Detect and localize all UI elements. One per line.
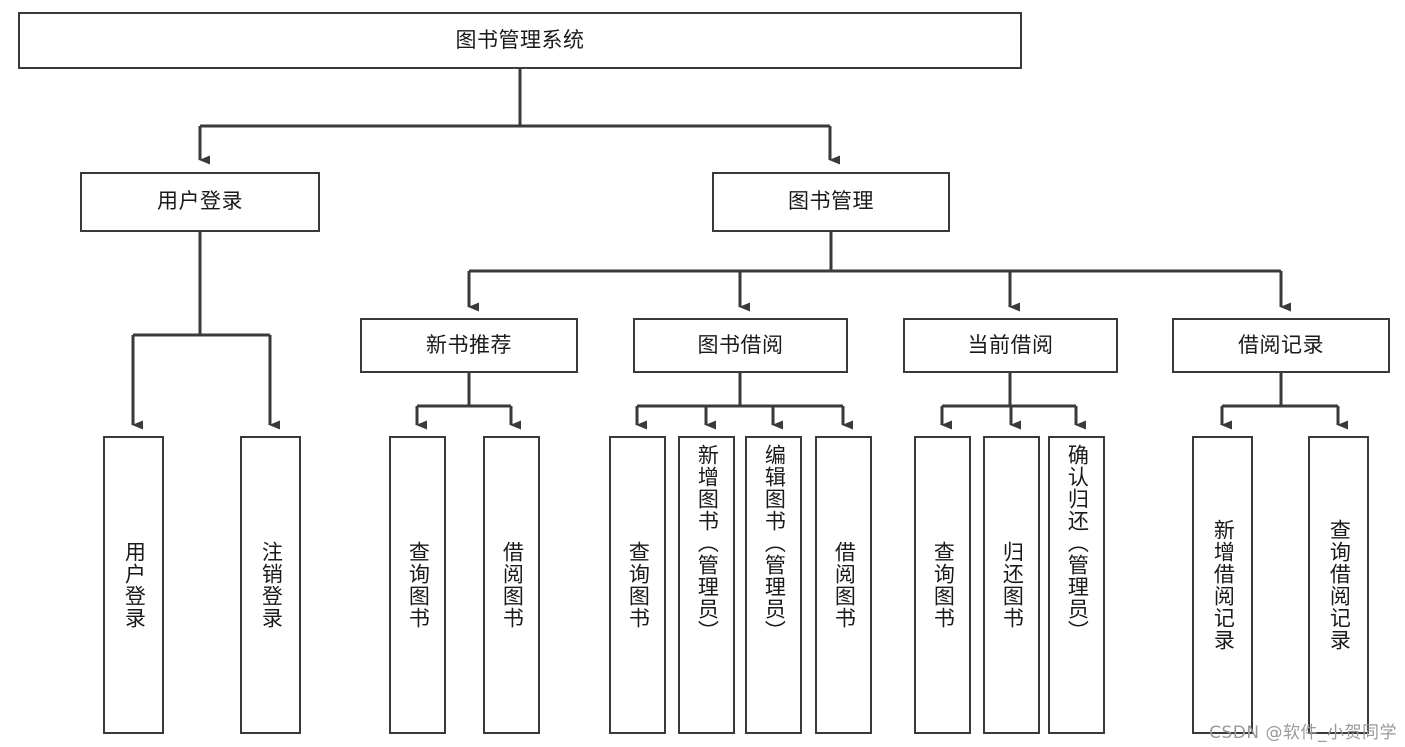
node-leaf-logout-login[interactable]: 注销登录 xyxy=(240,436,301,734)
node-current-borrow[interactable]: 当前借阅 xyxy=(903,318,1118,373)
node-new-book-recommend-label: 新书推荐 xyxy=(426,332,512,357)
node-leaf-user-login-label: 用户登录 xyxy=(122,541,147,629)
node-user-login-label: 用户登录 xyxy=(157,189,243,214)
node-leaf-borrow-book-1-label: 借阅图书 xyxy=(500,541,525,629)
node-leaf-add-record[interactable]: 新增借阅记录 xyxy=(1192,436,1253,734)
node-leaf-return-book-label: 归还图书 xyxy=(1000,541,1025,629)
node-user-login[interactable]: 用户登录 xyxy=(80,172,320,232)
node-borrow-record-label: 借阅记录 xyxy=(1238,332,1324,357)
csdn-watermark: CSDN @软件_小贺同学 xyxy=(1209,723,1397,743)
node-book-manage[interactable]: 图书管理 xyxy=(712,172,950,232)
node-leaf-add-book[interactable]: 新增图书（管理员） xyxy=(678,436,735,734)
node-leaf-query-book-2[interactable]: 查询图书 xyxy=(609,436,666,734)
node-leaf-logout-login-label: 注销登录 xyxy=(259,541,284,629)
node-root-system-label: 图书管理系统 xyxy=(455,27,585,52)
node-leaf-query-book-3[interactable]: 查询图书 xyxy=(914,436,971,734)
node-new-book-recommend[interactable]: 新书推荐 xyxy=(360,318,578,373)
node-root-system[interactable]: 图书管理系统 xyxy=(18,12,1022,69)
node-leaf-edit-book[interactable]: 编辑图书（管理员） xyxy=(745,436,802,734)
node-leaf-query-book-3-label: 查询图书 xyxy=(931,541,956,629)
node-leaf-add-book-label: 新增图书（管理员） xyxy=(695,444,720,642)
node-leaf-borrow-book-2-label: 借阅图书 xyxy=(832,541,857,629)
node-leaf-borrow-book-1[interactable]: 借阅图书 xyxy=(483,436,540,734)
node-leaf-confirm-return[interactable]: 确认归还（管理员） xyxy=(1048,436,1105,734)
node-leaf-user-login[interactable]: 用户登录 xyxy=(103,436,164,734)
node-leaf-query-book-2-label: 查询图书 xyxy=(626,541,651,629)
node-leaf-query-record[interactable]: 查询借阅记录 xyxy=(1308,436,1369,734)
node-current-borrow-label: 当前借阅 xyxy=(967,332,1054,357)
node-borrow-record[interactable]: 借阅记录 xyxy=(1172,318,1390,373)
node-leaf-add-record-label: 新增借阅记录 xyxy=(1211,519,1236,651)
node-leaf-edit-book-label: 编辑图书（管理员） xyxy=(762,444,787,642)
node-book-manage-label: 图书管理 xyxy=(788,189,874,214)
node-leaf-confirm-return-label: 确认归还（管理员） xyxy=(1065,444,1090,642)
node-leaf-query-book-1[interactable]: 查询图书 xyxy=(389,436,446,734)
node-book-borrow[interactable]: 图书借阅 xyxy=(633,318,848,373)
node-book-borrow-label: 图书借阅 xyxy=(697,332,784,357)
node-leaf-query-book-1-label: 查询图书 xyxy=(406,541,431,629)
node-leaf-borrow-book-2[interactable]: 借阅图书 xyxy=(815,436,872,734)
node-leaf-query-record-label: 查询借阅记录 xyxy=(1327,519,1352,651)
node-leaf-return-book[interactable]: 归还图书 xyxy=(983,436,1040,734)
